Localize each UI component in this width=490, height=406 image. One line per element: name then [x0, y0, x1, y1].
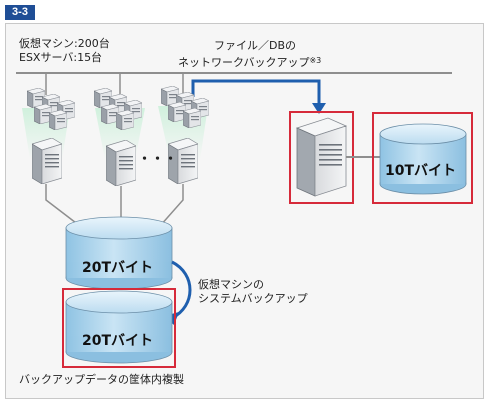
backup-server [295, 117, 348, 197]
network-backup-label-line1: ファイル／DBの [214, 39, 297, 52]
backup-storage-capacity: 10Tバイト [385, 163, 457, 179]
esx-count-label: ESXサーバ:15台 [19, 51, 103, 64]
system-backup-label-line2: システムバックアップ [198, 292, 308, 305]
primary-storage-cylinder [65, 216, 173, 290]
replica-highlight-box [62, 288, 176, 368]
diagram-caption: バックアップデータの筐体内複製 [19, 373, 184, 386]
figure-label: 3-3 [5, 5, 35, 20]
backup-storage-cylinder [379, 123, 467, 195]
network-backup-label-line2: ネットワークバックアップ※3 [178, 54, 321, 69]
network-backup-arrowhead [312, 103, 326, 114]
replica-storage-cylinder [65, 290, 173, 364]
backup-storage-highlight-box [372, 112, 473, 204]
network-backup-footnote: ※3 [309, 56, 322, 65]
ellipsis: ・・・ [138, 152, 178, 167]
vm-count-label: 仮想マシン:200台 [19, 37, 110, 50]
network-backup-label-text: ネットワークバックアップ [178, 56, 310, 69]
replica-storage-capacity: 20Tバイト [82, 333, 154, 349]
vm-group-2 [94, 73, 145, 186]
system-backup-curve [171, 260, 192, 320]
vm-group-1 [22, 73, 75, 184]
system-backup-label-line1: 仮想マシンの [198, 278, 264, 291]
primary-storage-capacity: 20Tバイト [82, 260, 154, 276]
network-backup-arrow [191, 79, 321, 104]
vm-group-3 [158, 73, 209, 184]
